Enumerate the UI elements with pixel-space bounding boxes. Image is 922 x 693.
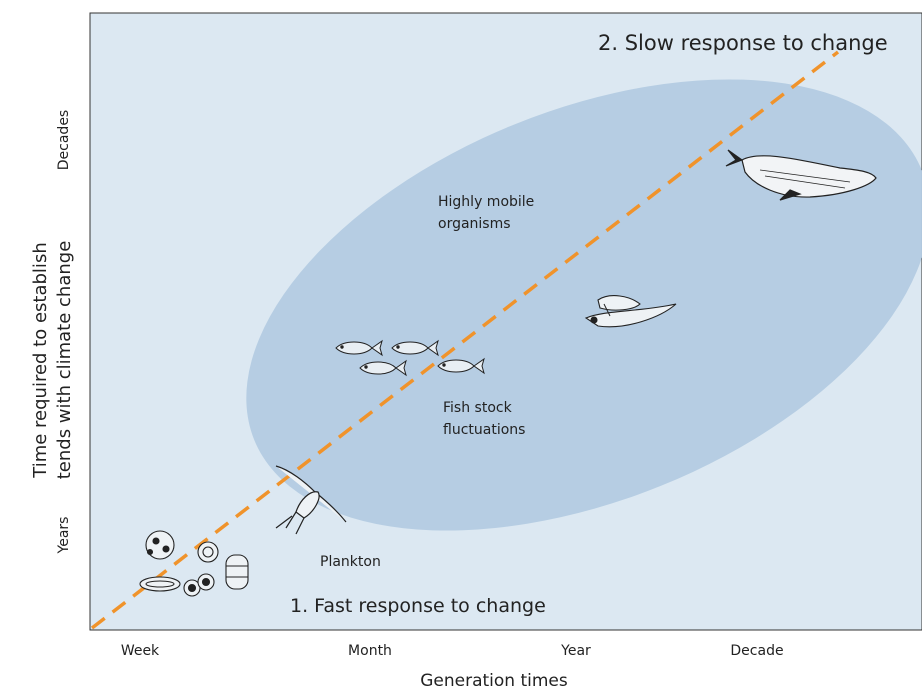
y-tick-years: Years <box>56 517 72 555</box>
whale-icon <box>725 149 877 201</box>
x-tick-decade: Decade <box>730 643 783 659</box>
slow-response-title: 2. Slow response to change <box>598 31 888 55</box>
penguins-icon <box>584 295 677 328</box>
plankton-cluster-icon <box>139 530 249 597</box>
x-tick-week: Week <box>121 643 160 659</box>
mobile-label-line2: organisms <box>438 216 511 232</box>
y-axis-label-line1: Time required to establish <box>30 242 51 478</box>
mobile-label-line1: Highly mobile <box>438 194 534 210</box>
mobile-organisms-region <box>246 79 922 531</box>
fish-label-line2: fluctuations <box>443 422 525 438</box>
x-tick-month: Month <box>348 643 392 659</box>
x-axis-label: Generation times <box>420 671 568 691</box>
response-trend-line <box>90 50 840 630</box>
fast-response-title: 1. Fast response to change <box>290 595 546 617</box>
fish-school-icon <box>335 339 485 377</box>
copepod-icon <box>275 465 347 535</box>
y-axis-label-line2: tends with climate change <box>54 241 75 480</box>
plankton-label: Plankton <box>320 554 381 570</box>
x-tick-year: Year <box>560 643 591 659</box>
y-tick-decades: Decades <box>56 110 72 170</box>
fish-label-line1: Fish stock <box>443 400 513 416</box>
